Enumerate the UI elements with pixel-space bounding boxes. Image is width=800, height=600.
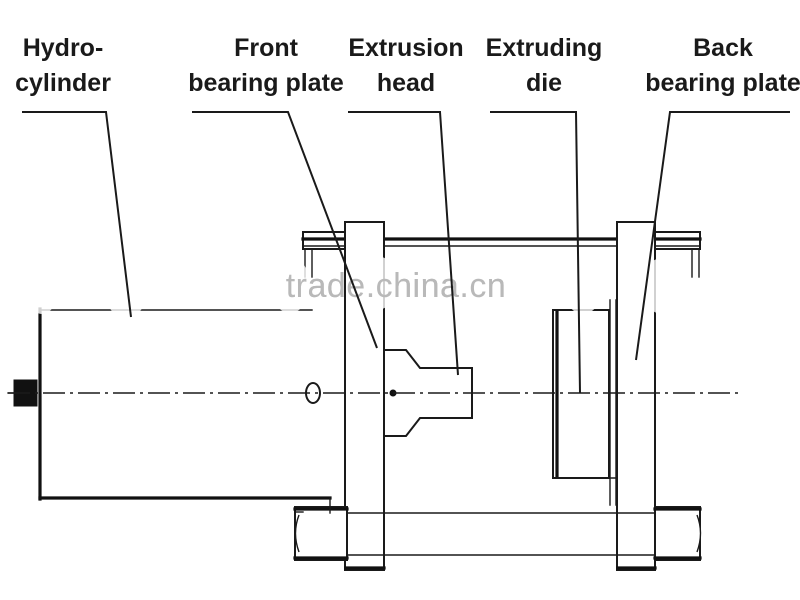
hydro-cylinder-part <box>7 307 332 501</box>
extruding-die-body <box>552 309 610 479</box>
lower-right-bolt-cap <box>696 514 702 553</box>
label-extruding-die: Extruding die <box>486 34 603 394</box>
label-extrusion-head-line2: head <box>377 69 435 97</box>
leader-front-bearing-plate <box>192 111 378 349</box>
leader-back-bearing-plate <box>635 111 790 361</box>
label-hydro-cylinder: Hydro- cylinder <box>15 34 132 318</box>
lower-left-bolt-head <box>294 506 348 561</box>
lower-tie-rod-assembly <box>293 506 702 561</box>
label-extrusion-head-line1: Extrusion <box>348 34 463 62</box>
extruding-die-part <box>552 299 618 506</box>
label-front-bearing-plate-line2: bearing plate <box>188 69 344 97</box>
label-front-bearing-plate: Front bearing plate <box>188 34 378 349</box>
leader-extruding-die <box>490 111 581 394</box>
label-extruding-die-line2: die <box>526 69 562 97</box>
watermark-text-overlay: trade.china.cn <box>286 267 507 305</box>
lower-left-bolt-cap <box>294 514 300 553</box>
label-front-bearing-plate-line1: Front <box>234 34 299 62</box>
leader-extrusion-head <box>348 111 459 376</box>
leader-hydro-cylinder <box>22 111 132 318</box>
label-back-bearing-plate: Back bearing plate <box>635 34 800 361</box>
label-hydro-cylinder-line1: Hydro- <box>23 34 104 62</box>
label-back-bearing-plate-line2: bearing plate <box>645 69 800 97</box>
watermark-haze <box>26 257 682 318</box>
lower-right-bolt-head <box>654 506 701 561</box>
label-extrusion-head: Extrusion head <box>348 34 464 376</box>
label-back-bearing-plate-line1: Back <box>693 34 753 62</box>
label-hydro-cylinder-line2: cylinder <box>15 69 111 97</box>
extrusion-head-profile <box>382 349 473 437</box>
label-extruding-die-line1: Extruding <box>486 34 603 62</box>
